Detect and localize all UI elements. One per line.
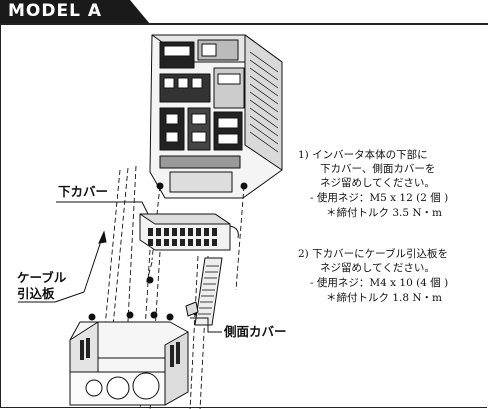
leader-lines [18,201,222,333]
side-cover-label: 側面カバー [224,324,287,339]
cable-plate-label-line2: 引込板 [17,286,55,301]
header-rule [0,23,488,25]
model-tab: MODEL A [0,0,150,24]
step2-line4: ＊締付トルク 1.8 N・m [326,292,443,304]
model-title: MODEL A [8,1,103,21]
lower-cover [139,213,239,251]
side-cover [185,257,223,326]
exploded-assembly-diagram [18,34,283,409]
inverter-body [149,34,283,199]
screws [88,276,200,321]
step1-line2: 下カバー、側面カバーを [320,163,436,175]
step1-line3: ネジ留めしてください。 [320,177,435,189]
step2-line3: - 使用ネジ：M4 x 10 (4 個 ) [310,277,449,289]
model-tab-background [0,0,150,24]
step1-line4: - 使用ネジ：M5 x 12 (2 個 ) [310,192,449,204]
step2-line1: 2) 下カバーにケーブル引込板を [298,248,448,260]
step1-line5: ＊締付トルク 3.5 N・m [326,207,443,219]
step1-line1: 1) インバータ本体の下部に [298,149,428,161]
lower-cover-label: 下カバー [58,184,109,199]
cable-entry-plate [69,321,189,406]
cable-plate-label-line1: ケーブル [17,270,67,285]
step2-line2: ネジ留めしてください。 [320,262,435,274]
